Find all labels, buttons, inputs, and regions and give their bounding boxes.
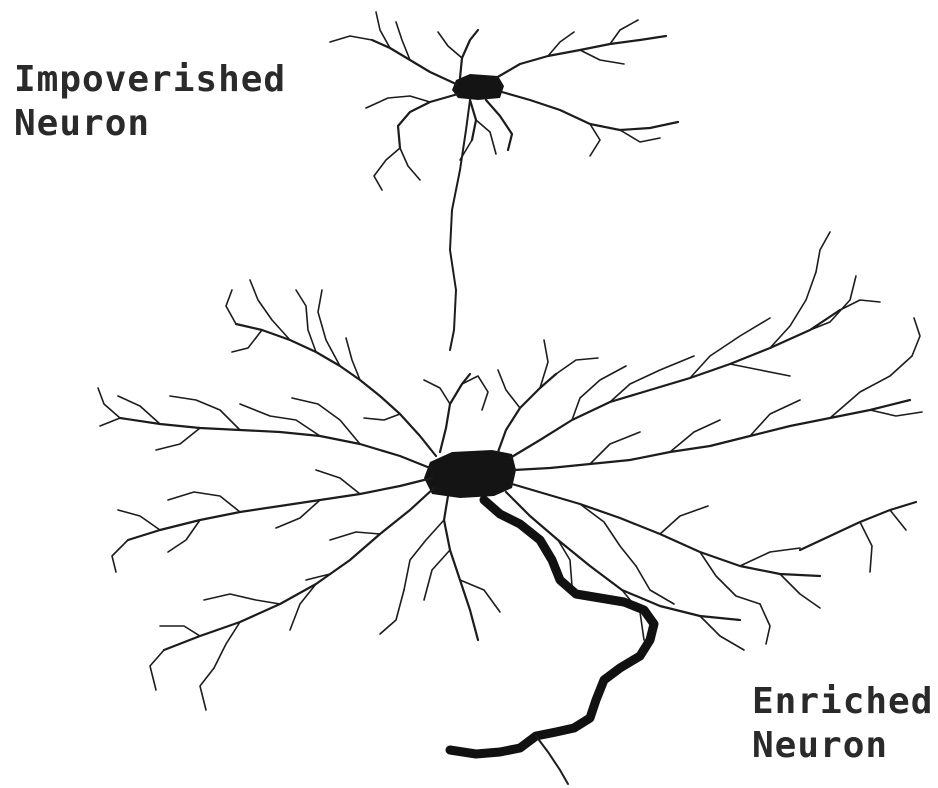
enriched-axon	[450, 500, 654, 754]
enriched-label-line2: Neuron	[752, 724, 933, 768]
enriched-neuron-label: Enriched Neuron	[752, 680, 933, 768]
enriched-axon-tail	[536, 736, 568, 784]
impoverished-neuron-label: Impoverished Neuron	[14, 58, 286, 146]
impoverished-label-line1: Impoverished	[14, 58, 286, 102]
enriched-label-line1: Enriched	[752, 680, 933, 724]
impoverished-axon	[450, 100, 470, 350]
enriched-soma	[424, 450, 516, 498]
impoverished-dendrites	[330, 12, 678, 190]
impoverished-label-line2: Neuron	[14, 102, 286, 146]
impoverished-neuron	[330, 12, 678, 350]
